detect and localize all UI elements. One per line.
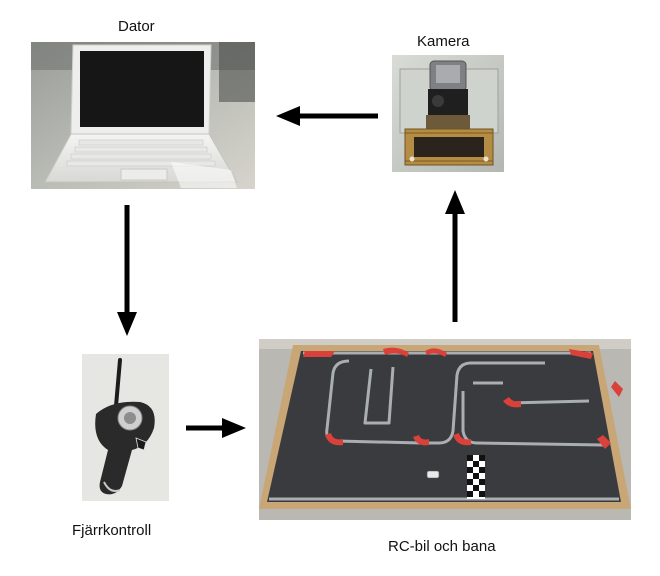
track-label: RC-bil och bana — [388, 538, 496, 555]
camera-label: Kamera — [417, 33, 470, 50]
arrow-track-to-camera — [445, 190, 465, 322]
arrow-computer-to-remote — [117, 205, 137, 336]
remote-label: Fjärrkontroll — [72, 522, 152, 539]
computer-label: Dator — [118, 18, 155, 35]
remote-control-image — [82, 354, 169, 501]
laptop-image — [31, 42, 255, 189]
rc-car-track-image — [259, 339, 631, 520]
arrow-remote-to-track — [186, 418, 246, 438]
camera-image — [392, 55, 504, 172]
arrow-camera-to-computer — [276, 106, 378, 126]
